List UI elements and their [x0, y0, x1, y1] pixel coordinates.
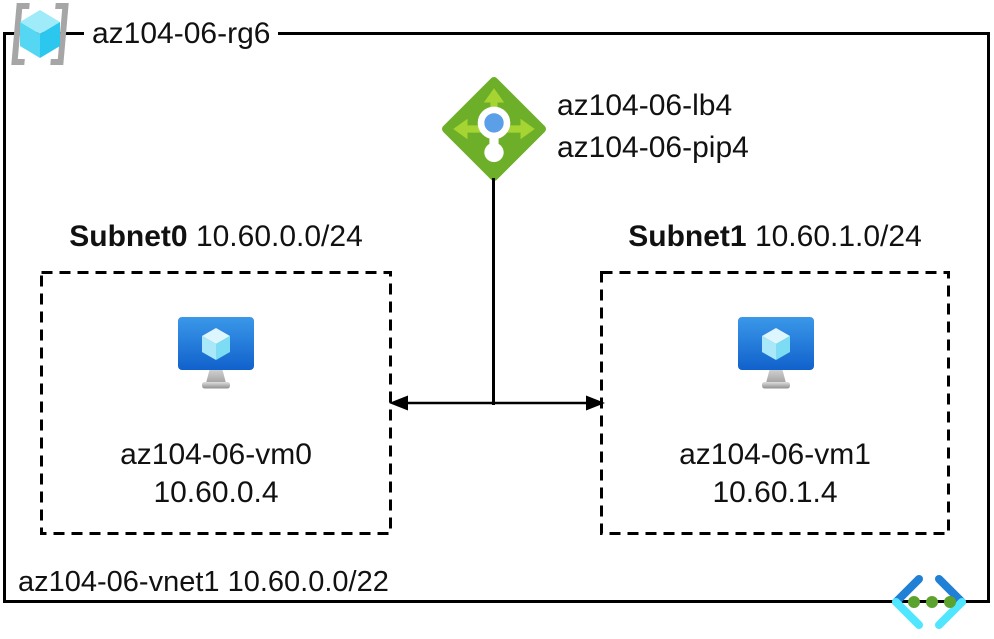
rg-cube: [20, 10, 60, 58]
vnet-label: az104-06-vnet1 10.60.0.0/22: [18, 566, 389, 598]
rg-brackets: [11, 3, 69, 65]
subnet-connection-arrow: [389, 395, 605, 411]
subnet1-boundary: [600, 271, 950, 535]
public-ip-name: az104-06-pip4: [557, 131, 749, 164]
vnet-cidr: 10.60.0.0/22: [227, 566, 389, 598]
load-balancer-name: az104-06-lb4: [557, 89, 733, 122]
vm1-stand: [766, 368, 786, 383]
resource-group-icon: [11, 3, 69, 65]
arrowhead-right: [586, 395, 605, 411]
subnet0-label: Subnet0 10.60.0.0/24: [40, 218, 392, 255]
vm1-name: az104-06-vm1: [679, 438, 871, 471]
vm0-icon: [178, 317, 254, 389]
vm1-icon: [738, 317, 814, 389]
subnet1-cidr: 10.60.1.0/24: [754, 220, 922, 253]
vm0-base: [202, 382, 230, 389]
subnet1-name: Subnet1: [628, 220, 747, 253]
vm0-cube: [202, 328, 230, 360]
vm0-name: az104-06-vm0: [120, 438, 312, 471]
vm1-base: [762, 382, 790, 389]
lb-connector-line: [492, 178, 495, 405]
vm1-label: az104-06-vm1 10.60.1.4: [600, 436, 950, 512]
vnet-chevrons: [892, 575, 966, 629]
subnet0-boundary: [40, 271, 392, 535]
vnet-dots: [908, 596, 956, 608]
vm1-ip: 10.60.1.4: [712, 476, 838, 509]
load-balancer-labels: az104-06-lb4 az104-06-pip4: [557, 85, 749, 169]
lb-blue-dot: [484, 113, 504, 133]
resource-group-label: az104-06-rg6: [84, 15, 279, 52]
load-balancer-icon: [442, 77, 546, 181]
arrowhead-left: [389, 395, 408, 411]
virtual-network-icon: [892, 575, 966, 629]
resource-group-boundary: [3, 32, 990, 603]
vm0-ip: 10.60.0.4: [153, 476, 279, 509]
subnet1-label: Subnet1 10.60.1.0/24: [600, 218, 950, 255]
vnet-name: az104-06-vnet1: [18, 566, 220, 598]
vm0-label: az104-06-vm0 10.60.0.4: [40, 436, 392, 512]
subnet0-name: Subnet0: [69, 220, 188, 253]
vm0-stand: [206, 368, 226, 383]
subnet0-cidr: 10.60.0.0/24: [195, 220, 363, 253]
vm1-cube: [762, 328, 790, 360]
lb-keyhole: [477, 106, 511, 163]
